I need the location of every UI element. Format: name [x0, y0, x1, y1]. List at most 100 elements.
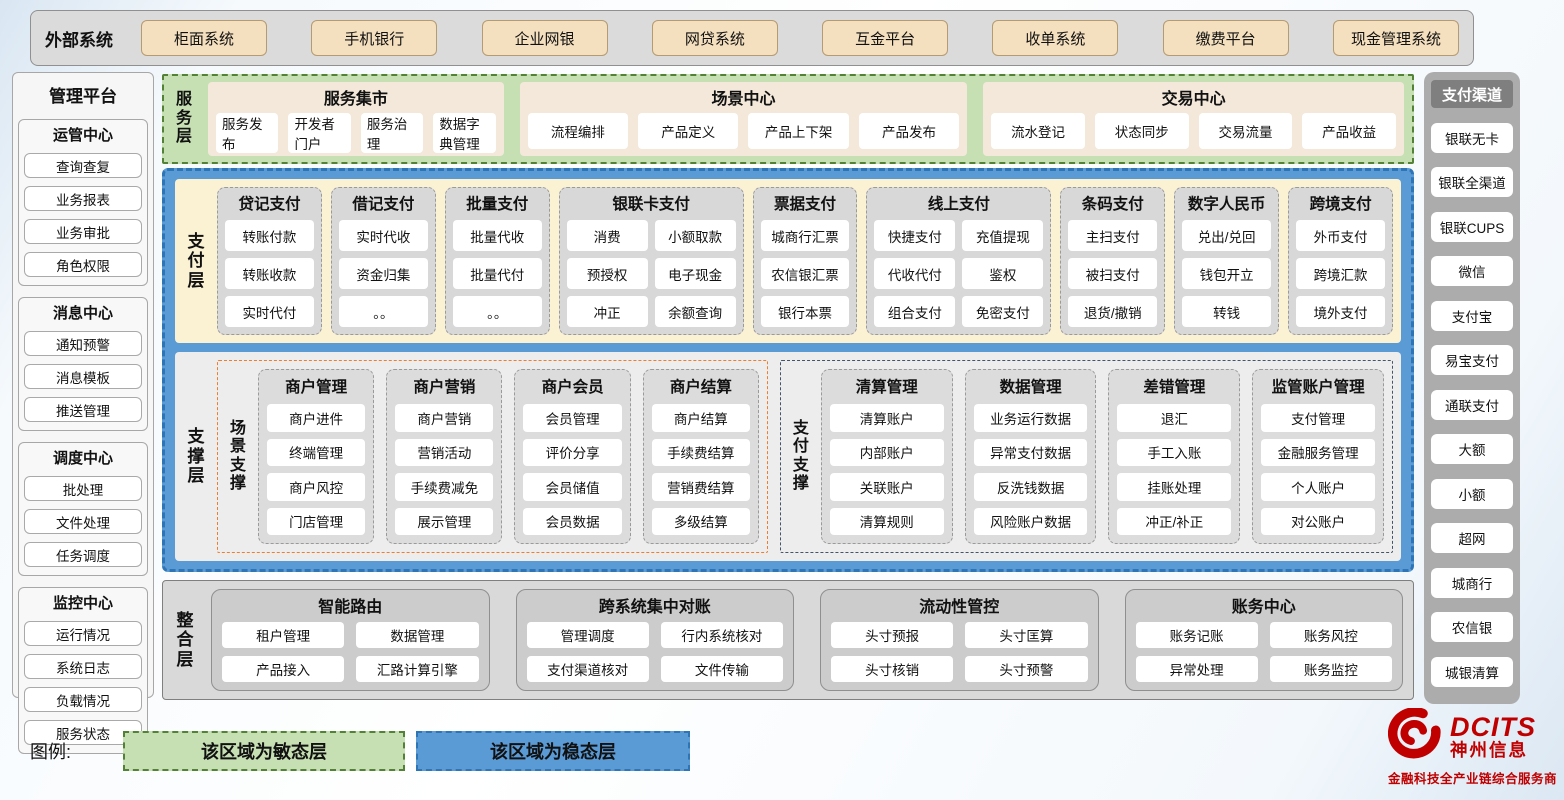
- payment-channel-button[interactable]: 通联支付: [1431, 389, 1513, 420]
- payment-item-button[interactable]: 。。: [338, 296, 428, 327]
- payment-channel-button[interactable]: 微信: [1431, 256, 1513, 286]
- integration-item-button[interactable]: 头寸核销: [831, 656, 954, 682]
- management-item-button[interactable]: 业务审批: [24, 219, 142, 244]
- external-system-button[interactable]: 企业网银: [481, 20, 608, 56]
- external-system-button[interactable]: 网贷系统: [651, 20, 778, 56]
- payment-item-button[interactable]: 免密支付: [962, 296, 1044, 327]
- payment-item-button[interactable]: 资金归集: [338, 258, 428, 289]
- payment-item-button[interactable]: 余额查询: [654, 296, 736, 327]
- support-item-button[interactable]: 内部账户: [829, 438, 944, 466]
- payment-channel-button[interactable]: 支付宝: [1431, 300, 1513, 331]
- service-item-button[interactable]: 产品发布: [858, 113, 960, 149]
- service-item-button[interactable]: 流水登记: [991, 113, 1085, 149]
- support-item-button[interactable]: 反洗钱数据: [973, 473, 1088, 501]
- support-item-button[interactable]: 清算规则: [829, 507, 944, 535]
- payment-channel-button[interactable]: 城银清算: [1431, 656, 1513, 687]
- management-item-button[interactable]: 批处理: [24, 476, 142, 501]
- management-item-button[interactable]: 查询查复: [24, 153, 142, 178]
- integration-item-button[interactable]: 头寸预警: [965, 656, 1088, 682]
- service-item-button[interactable]: 产品收益: [1302, 113, 1397, 149]
- external-system-button[interactable]: 现金管理系统: [1332, 20, 1459, 56]
- support-item-button[interactable]: 手续费减免: [395, 473, 494, 501]
- management-item-button[interactable]: 服务状态: [24, 720, 142, 745]
- support-item-button[interactable]: 门店管理: [267, 507, 366, 535]
- payment-item-button[interactable]: 预授权: [566, 258, 648, 289]
- payment-channel-button[interactable]: 城商行: [1431, 567, 1513, 598]
- service-item-button[interactable]: 交易流量: [1198, 113, 1293, 149]
- support-item-button[interactable]: 商户风控: [267, 473, 366, 501]
- management-item-button[interactable]: 通知预警: [24, 331, 142, 356]
- support-item-button[interactable]: 清算账户: [829, 404, 944, 432]
- external-system-button[interactable]: 柜面系统: [141, 20, 267, 56]
- support-item-button[interactable]: 商户进件: [267, 404, 366, 432]
- payment-channel-button[interactable]: 小额: [1431, 478, 1513, 509]
- payment-item-button[interactable]: 组合支付: [874, 296, 956, 327]
- payment-item-button[interactable]: 电子现金: [654, 258, 736, 289]
- integration-item-button[interactable]: 汇路计算引擎: [356, 656, 479, 682]
- payment-channel-button[interactable]: 农信银: [1431, 612, 1513, 642]
- support-item-button[interactable]: 冲正/补正: [1117, 507, 1232, 535]
- support-item-button[interactable]: 营销活动: [395, 438, 494, 466]
- payment-item-button[interactable]: 快捷支付: [874, 220, 956, 251]
- payment-item-button[interactable]: 转钱: [1182, 296, 1272, 327]
- payment-item-button[interactable]: 消费: [566, 220, 648, 251]
- integration-item-button[interactable]: 行内系统核对: [660, 622, 783, 648]
- integration-item-button[interactable]: 头寸匡算: [965, 622, 1088, 648]
- integration-item-button[interactable]: 支付渠道核对: [526, 656, 649, 682]
- support-item-button[interactable]: 评价分享: [523, 438, 622, 466]
- support-item-button[interactable]: 关联账户: [829, 473, 944, 501]
- integration-item-button[interactable]: 租户管理: [222, 622, 345, 648]
- management-item-button[interactable]: 文件处理: [24, 509, 142, 534]
- payment-item-button[interactable]: 冲正: [566, 296, 648, 327]
- support-item-button[interactable]: 金融服务管理: [1261, 438, 1376, 466]
- payment-channel-button[interactable]: 银联CUPS: [1431, 211, 1513, 242]
- payment-channel-button[interactable]: 银联全渠道: [1431, 167, 1513, 197]
- integration-item-button[interactable]: 文件传输: [660, 656, 783, 682]
- external-system-button[interactable]: 收单系统: [992, 20, 1119, 56]
- external-system-button[interactable]: 缴费平台: [1162, 20, 1289, 56]
- payment-item-button[interactable]: 小额取款: [654, 220, 736, 251]
- payment-item-button[interactable]: 批量代付: [452, 258, 542, 289]
- management-item-button[interactable]: 运行情况: [24, 621, 142, 646]
- service-item-button[interactable]: 服务发布: [216, 113, 279, 153]
- payment-channel-button[interactable]: 超网: [1431, 523, 1513, 553]
- support-item-button[interactable]: 手工入账: [1117, 438, 1232, 466]
- support-item-button[interactable]: 展示管理: [395, 507, 494, 535]
- integration-item-button[interactable]: 账务风控: [1269, 622, 1392, 648]
- support-item-button[interactable]: 会员数据: [523, 507, 622, 535]
- payment-channel-button[interactable]: 大额: [1431, 434, 1513, 464]
- payment-item-button[interactable]: 主扫支付: [1068, 220, 1158, 251]
- support-item-button[interactable]: 手续费结算: [651, 438, 750, 466]
- payment-item-button[interactable]: 农信银汇票: [760, 258, 850, 289]
- integration-item-button[interactable]: 账务记账: [1135, 622, 1258, 648]
- support-item-button[interactable]: 个人账户: [1261, 473, 1376, 501]
- management-item-button[interactable]: 系统日志: [24, 654, 142, 679]
- payment-item-button[interactable]: 代收代付: [874, 258, 956, 289]
- external-system-button[interactable]: 手机银行: [311, 20, 438, 56]
- support-item-button[interactable]: 风险账户数据: [973, 507, 1088, 535]
- payment-item-button[interactable]: 城商行汇票: [760, 220, 850, 251]
- payment-item-button[interactable]: 批量代收: [452, 220, 542, 251]
- payment-item-button[interactable]: 兑出/兑回: [1182, 220, 1272, 251]
- payment-item-button[interactable]: 被扫支付: [1068, 258, 1158, 289]
- service-item-button[interactable]: 开发者门户: [288, 113, 351, 153]
- management-item-button[interactable]: 角色权限: [24, 252, 142, 277]
- support-item-button[interactable]: 多级结算: [651, 507, 750, 535]
- management-item-button[interactable]: 消息模板: [24, 364, 142, 389]
- support-item-button[interactable]: 营销费结算: [651, 473, 750, 501]
- support-item-button[interactable]: 商户结算: [651, 404, 750, 432]
- payment-item-button[interactable]: 跨境汇款: [1296, 258, 1386, 289]
- external-system-button[interactable]: 互金平台: [822, 20, 949, 56]
- service-item-button[interactable]: 数据字典管理: [433, 113, 496, 153]
- support-item-button[interactable]: 商户营销: [395, 404, 494, 432]
- payment-item-button[interactable]: 转账收款: [225, 258, 314, 289]
- payment-item-button[interactable]: 退货/撤销: [1068, 296, 1158, 327]
- management-item-button[interactable]: 业务报表: [24, 186, 142, 211]
- support-item-button[interactable]: 会员储值: [523, 473, 622, 501]
- payment-item-button[interactable]: 转账付款: [225, 220, 314, 251]
- support-item-button[interactable]: 挂账处理: [1117, 473, 1232, 501]
- management-item-button[interactable]: 推送管理: [24, 397, 142, 422]
- integration-item-button[interactable]: 异常处理: [1135, 656, 1258, 682]
- management-item-button[interactable]: 负载情况: [24, 687, 142, 712]
- integration-item-button[interactable]: 管理调度: [526, 622, 649, 648]
